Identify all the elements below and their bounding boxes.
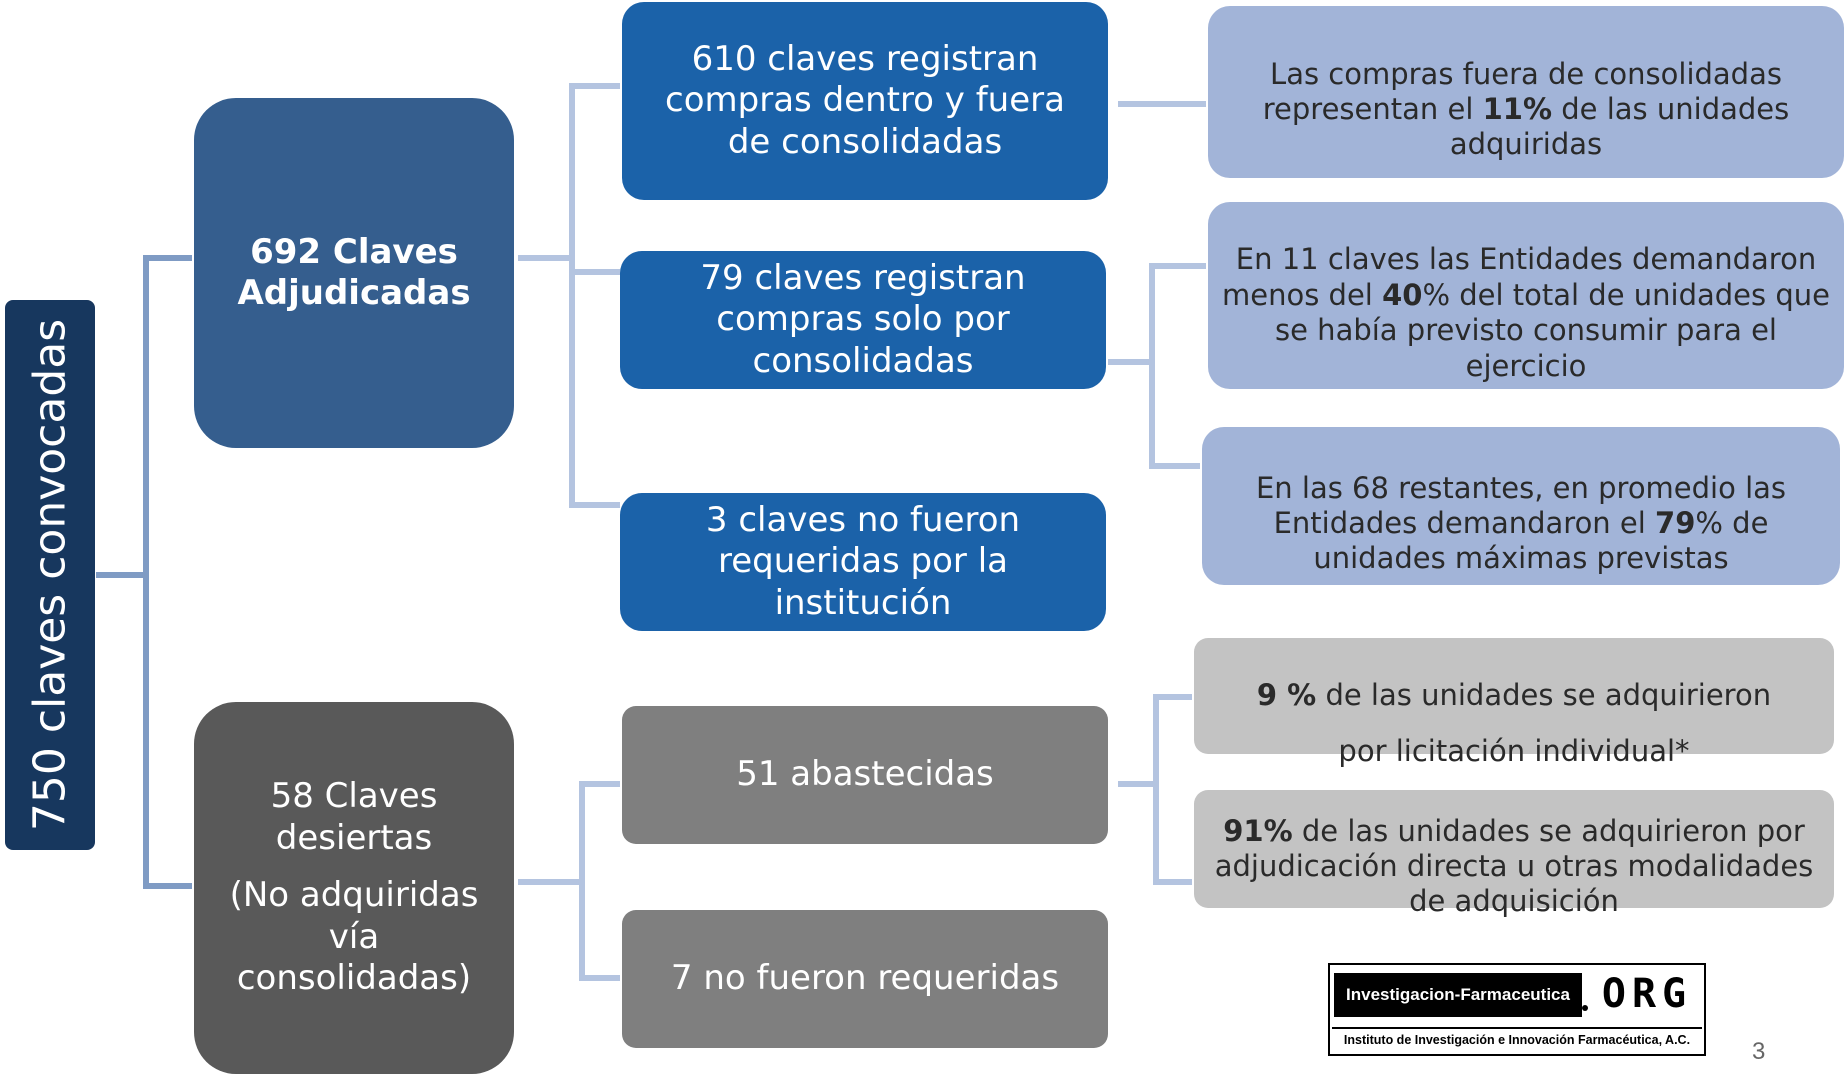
node-7-label: 7 no fueron requeridas xyxy=(670,958,1060,999)
detail-79-percent: En las 68 restantes, en promedio las Ent… xyxy=(1202,427,1840,585)
connector-root xyxy=(96,255,192,889)
detail-11-text-pre: Las compras fuera de consolidadas repres… xyxy=(1262,56,1782,126)
detail-91-text: de las unidades se adquirieron por adjud… xyxy=(1214,813,1814,919)
node-79-label: 79 claves registran compras solo por con… xyxy=(700,257,1026,381)
logo-name: Investigacion-Farmaceutica xyxy=(1334,973,1582,1017)
detail-79-value: 79 xyxy=(1655,506,1696,540)
detail-40-value: 40 xyxy=(1382,277,1423,312)
detail-79-text-pre: En las 68 restantes, en promedio las Ent… xyxy=(1255,470,1787,540)
connector-51 xyxy=(1118,694,1192,885)
node-58-sublabel: (No adquiridas vía consolidadas) xyxy=(229,875,479,999)
node-79-claves: 79 claves registran compras solo por con… xyxy=(620,251,1106,389)
root-label: 750 claves convocadas xyxy=(24,318,76,832)
detail-9-value: 9 % xyxy=(1256,678,1317,713)
node-7-no-requeridas: 7 no fueron requeridas xyxy=(622,910,1108,1048)
detail-40-text-pre: En 11 claves las Entidades demandaron me… xyxy=(1222,242,1817,312)
node-692-adjudicadas: 692 Claves Adjudicadas xyxy=(194,98,514,448)
logo-suffix: ORG xyxy=(1601,971,1693,1017)
node-610-claves: 610 claves registran compras dentro y fu… xyxy=(622,2,1108,200)
logo-dot xyxy=(1582,1005,1588,1011)
investigacion-farmaceutica-logo: Investigacion-Farmaceutica ORG Instituto… xyxy=(1328,963,1706,1056)
detail-11-value: 11% xyxy=(1482,92,1553,126)
node-3-label: 3 claves no fueron requeridas por la ins… xyxy=(705,499,1021,623)
detail-40-percent: En 11 claves las Entidades demandaron me… xyxy=(1208,202,1844,389)
connector-adjudicadas xyxy=(518,83,620,508)
detail-91-percent: 91% de las unidades se adquirieron por a… xyxy=(1194,790,1834,918)
detail-11-percent: Las compras fuera de consolidadas repres… xyxy=(1208,6,1844,178)
detail-9-text: de las unidades se adquirieron por licit… xyxy=(1316,678,1772,768)
detail-79-text-post: % de unidades máximas previstas xyxy=(1313,506,1769,576)
detail-40-text-post: % del total de unidades que se había pre… xyxy=(1275,277,1830,383)
node-692-label: 692 Claves Adjudicadas xyxy=(237,231,471,313)
root-node-750-claves: 750 claves convocadas xyxy=(5,300,95,850)
detail-9-percent: 9 % de las unidades se adquirieron por l… xyxy=(1194,638,1834,768)
connector-79 xyxy=(1108,263,1206,469)
connector-desiertas xyxy=(518,781,620,981)
node-58-label: 58 Claves desiertas xyxy=(270,776,438,858)
detail-91-value: 91% xyxy=(1223,813,1293,848)
page-number: 3 xyxy=(1752,1038,1766,1065)
node-58-desiertas: 58 Claves desiertas (No adquiridas vía c… xyxy=(194,702,514,1074)
node-3-claves: 3 claves no fueron requeridas por la ins… xyxy=(620,493,1106,631)
node-51-label: 51 abastecidas xyxy=(736,754,994,795)
node-51-abastecidas: 51 abastecidas xyxy=(622,706,1108,844)
detail-11-text-post: de las unidades adquiridas xyxy=(1449,92,1790,162)
logo-subtitle: Instituto de Investigación e Innovación … xyxy=(1332,1027,1702,1051)
node-610-label: 610 claves registran compras dentro y fu… xyxy=(665,38,1065,162)
